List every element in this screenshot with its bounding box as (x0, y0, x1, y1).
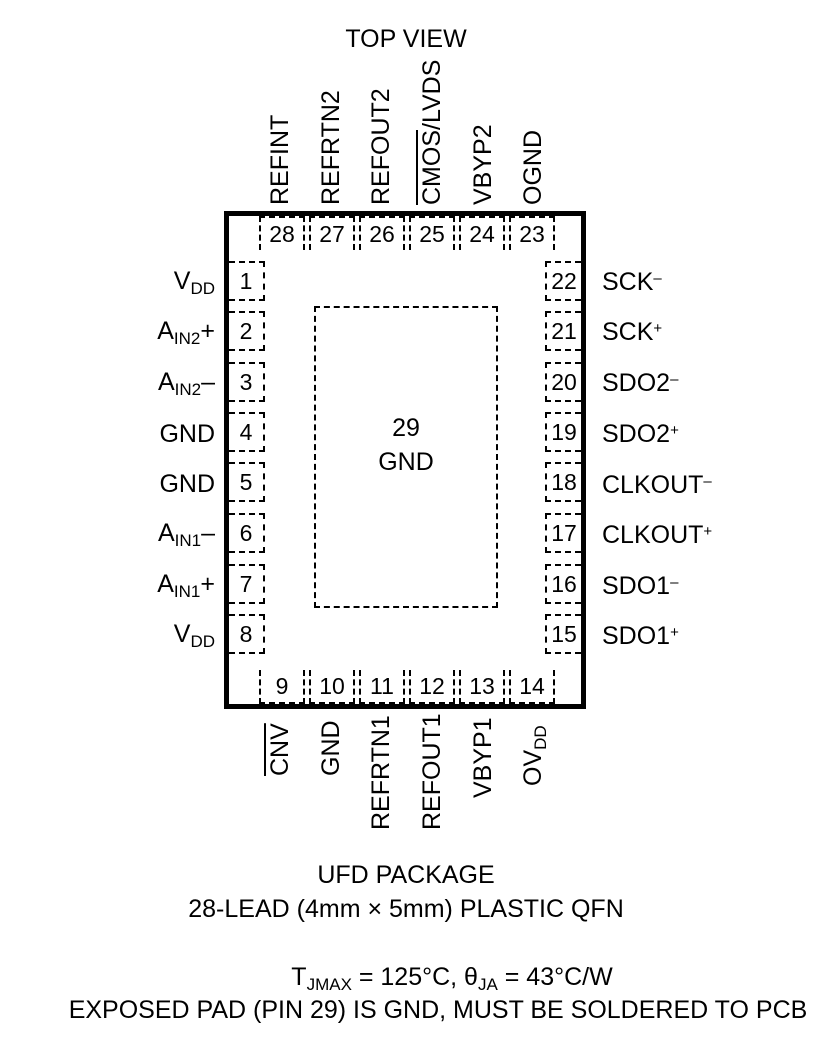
pin-label-17: CLKOUT+ (602, 521, 713, 549)
pin-label-11: REFRTN1 (367, 715, 395, 830)
package-name: UFD PACKAGE (317, 861, 495, 889)
exposed-pad-number: 29 (392, 414, 420, 442)
exposed-pad (314, 306, 498, 608)
pin-18: 18 (545, 462, 581, 502)
pin-label-15: SDO1+ (602, 622, 679, 650)
thermal-note: TJMAX = 125°C, θJA = 43°C/W (291, 963, 613, 994)
pin-21: 21 (545, 311, 581, 351)
pin-20: 20 (545, 362, 581, 402)
pin-5: 5 (229, 462, 265, 502)
pin-label-12: REFOUT1 (418, 713, 446, 830)
pin-1: 1 (229, 261, 265, 301)
pin-label-23: OGND (519, 130, 547, 205)
pin-label-27: REFRTN2 (317, 90, 345, 205)
pin-label-19: SDO2+ (602, 420, 679, 448)
pin-14: 14 (509, 670, 555, 704)
pin-27: 27 (309, 216, 355, 250)
view-title: TOP VIEW (345, 25, 467, 53)
package-description: 28-LEAD (4mm × 5mm) PLASTIC QFN (188, 895, 624, 923)
pin-label-28: REFINT (266, 114, 294, 205)
pin-label-24: VBYP2 (469, 124, 497, 205)
pin-label-3: AIN2– (157, 368, 215, 399)
pin-26: 26 (359, 216, 405, 250)
pin-label-21: SCK+ (602, 318, 663, 346)
pin-23: 23 (509, 216, 555, 250)
pin-12: 12 (409, 670, 455, 704)
pin-label-25: CMOS/LVDS (418, 59, 446, 205)
pin-25: 25 (409, 216, 455, 250)
pin-7: 7 (229, 564, 265, 604)
pin-label-9: CNV (266, 723, 294, 776)
pin-15: 15 (545, 614, 581, 654)
pin-24: 24 (459, 216, 505, 250)
pin-22: 22 (545, 261, 581, 301)
pin-10: 10 (309, 670, 355, 704)
pin-13: 13 (459, 670, 505, 704)
pin-label-7: AIN1+ (157, 570, 215, 601)
pin-label-14: OVDD (519, 725, 550, 786)
pin-16: 16 (545, 564, 581, 604)
pin-label-1: VDD (173, 267, 215, 298)
pin-label-5: GND (159, 470, 215, 498)
exposed-pad-note: EXPOSED PAD (PIN 29) IS GND, MUST BE SOL… (68, 996, 808, 1024)
pin-label-13: VBYP1 (469, 717, 497, 798)
pin-17: 17 (545, 513, 581, 553)
pin-label-18: CLKOUT– (602, 471, 712, 499)
pin-9: 9 (259, 670, 305, 704)
pin-3: 3 (229, 362, 265, 402)
package-body (224, 211, 586, 709)
pin-label-8: VDD (173, 620, 215, 651)
pin-label-16: SDO1– (602, 572, 679, 600)
pin-11: 11 (359, 670, 405, 704)
pin-6: 6 (229, 513, 265, 553)
pin-8: 8 (229, 614, 265, 654)
pin-label-20: SDO2– (602, 369, 679, 397)
pin-label-10: GND (317, 720, 345, 776)
pin-label-26: REFOUT2 (367, 88, 395, 205)
pin-28: 28 (259, 216, 305, 250)
pin-2: 2 (229, 311, 265, 351)
pin-19: 19 (545, 412, 581, 452)
pin-label-4: GND (159, 420, 215, 448)
pin-label-6: AIN1– (157, 519, 215, 550)
pin-label-22: SCK– (602, 268, 662, 296)
pin-label-2: AIN2+ (157, 317, 215, 348)
exposed-pad-name: GND (378, 448, 434, 476)
pin-4: 4 (229, 412, 265, 452)
